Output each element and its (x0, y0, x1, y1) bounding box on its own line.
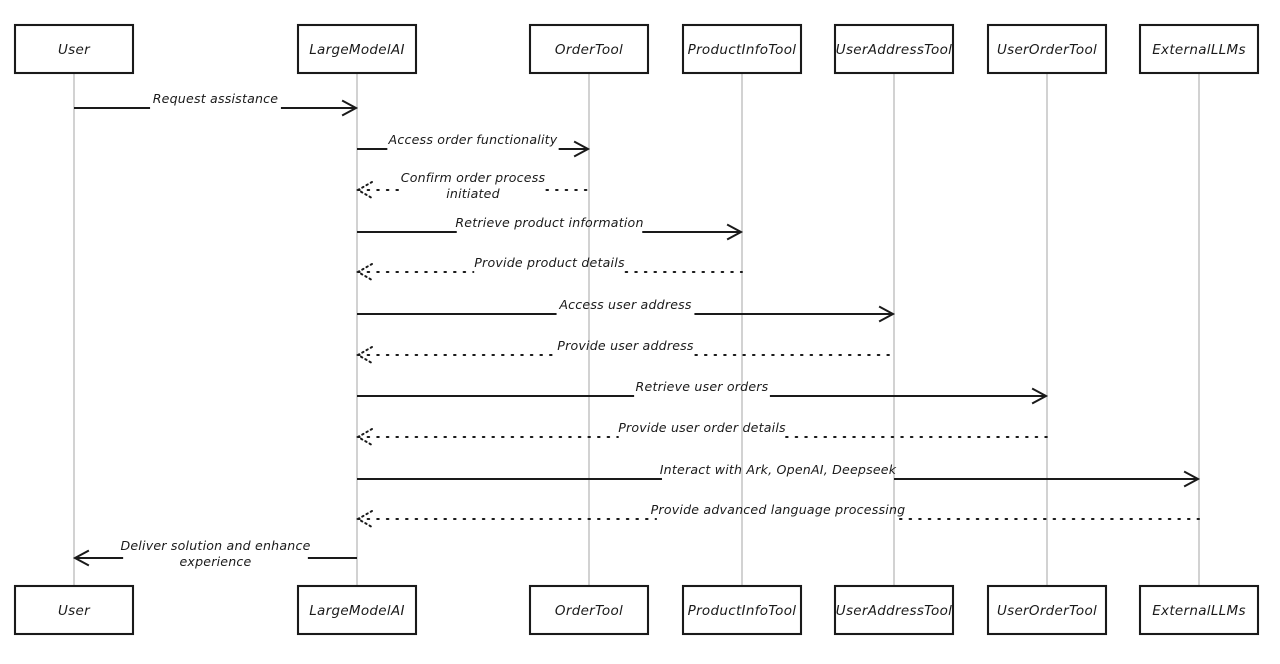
arrowhead-left (72, 549, 90, 567)
message-6-largemodelai-to-useraddresstool: Access user address (357, 297, 896, 323)
arrowhead-left (355, 428, 373, 446)
actor-user-top[interactable]: User (13, 23, 135, 75)
actor-label-externalllms: ExternalLLMs (1152, 42, 1246, 58)
actor-box-ordertool (528, 584, 650, 636)
actor-box-useraddresstool (833, 23, 955, 75)
message-label: Retrieve product information (455, 215, 643, 230)
actor-userordertool-top[interactable]: UserOrderTool (986, 23, 1108, 75)
actor-box-userordertool (986, 584, 1108, 636)
actor-label-userordertool: UserOrderTool (997, 603, 1097, 619)
message-7-useraddresstool-to-largemodelai: Provide user address (355, 338, 895, 364)
actor-label-useraddresstool: UserAddressTool (836, 603, 952, 619)
message-5-productinfotool-to-largemodelai: Provide product details (355, 255, 743, 281)
message-label: Provide user order details (618, 420, 786, 435)
actor-user-bottom[interactable]: User (13, 584, 135, 636)
actor-label-productinfotool: ProductInfoTool (688, 603, 797, 619)
message-label: Request assistance (153, 91, 279, 106)
actor-label-productinfotool: ProductInfoTool (688, 42, 797, 58)
arrowhead-left (355, 510, 373, 528)
message-label: Interact with Ark, OpenAI, Deepseek (660, 462, 897, 477)
actor-box-productinfotool (681, 23, 803, 75)
actor-productinfotool-bottom[interactable]: ProductInfoTool (681, 584, 803, 636)
message-label: Access user address (558, 297, 692, 312)
actor-label-ordertool: OrderTool (555, 603, 623, 619)
actor-useraddresstool-top[interactable]: UserAddressTool (833, 23, 955, 75)
actor-label-user: User (58, 603, 91, 619)
message-8-largemodelai-to-userordertool: Retrieve user orders (357, 379, 1049, 405)
actor-externalllms-bottom[interactable]: ExternalLLMs (1138, 584, 1260, 636)
actor-box-externalllms (1138, 23, 1260, 75)
message-2-largemodelai-to-ordertool: Access order functionality (357, 132, 591, 158)
actor-useraddresstool-bottom[interactable]: UserAddressTool (833, 584, 955, 636)
actor-label-externalllms: ExternalLLMs (1152, 603, 1246, 619)
actor-userordertool-bottom[interactable]: UserOrderTool (986, 584, 1108, 636)
arrowhead-right (1031, 387, 1049, 405)
actor-ordertool-top[interactable]: OrderTool (528, 23, 650, 75)
arrowhead-left (355, 263, 373, 281)
actor-boxes-bottom: User LargeModelAI OrderTool ProductInfoTool… (13, 584, 1260, 636)
message-1-user-to-largemodelai: Request assistance (74, 91, 359, 117)
lifelines-layer (73, 73, 1200, 586)
message-label: Access order functionality (388, 132, 558, 147)
message-label: initiated (446, 186, 500, 201)
actor-label-largemodelai: LargeModelAI (309, 603, 405, 619)
message-label: experience (179, 554, 251, 569)
arrowhead-right (726, 223, 744, 241)
actor-boxes-top: User LargeModelAI OrderTool ProductInfoTool… (13, 23, 1260, 75)
actor-box-externalllms (1138, 584, 1260, 636)
arrowhead-right (1183, 470, 1201, 488)
arrowhead-right (341, 99, 359, 117)
arrowhead-left (355, 181, 373, 199)
actor-box-largemodelai (296, 584, 418, 636)
message-10-largemodelai-to-externalllms: Interact with Ark, OpenAI, Deepseek (357, 462, 1201, 488)
actor-box-productinfotool (681, 584, 803, 636)
actor-productinfotool-top[interactable]: ProductInfoTool (681, 23, 803, 75)
actor-largemodelai-bottom[interactable]: LargeModelAI (296, 584, 418, 636)
arrowhead-right (878, 305, 896, 323)
message-label: Deliver solution and enhance (120, 538, 310, 553)
actor-box-user (13, 584, 135, 636)
message-label: Confirm order process (401, 170, 546, 185)
message-4-largemodelai-to-productinfotool: Retrieve product information (357, 215, 744, 241)
actor-box-user (13, 23, 135, 75)
actor-label-userordertool: UserOrderTool (997, 42, 1097, 58)
actor-label-useraddresstool: UserAddressTool (836, 42, 952, 58)
message-label: Retrieve user orders (636, 379, 769, 394)
arrowhead-left (355, 346, 373, 364)
arrowhead-right (573, 140, 591, 158)
actor-largemodelai-top[interactable]: LargeModelAI (296, 23, 418, 75)
message-label: Provide user address (557, 338, 694, 353)
actor-box-userordertool (986, 23, 1108, 75)
actor-label-largemodelai: LargeModelAI (309, 42, 405, 58)
message-11-externalllms-to-largemodelai: Provide advanced language processing (355, 502, 1200, 528)
actor-box-ordertool (528, 23, 650, 75)
actor-label-ordertool: OrderTool (555, 42, 623, 58)
actor-label-user: User (58, 42, 91, 58)
actor-box-largemodelai (296, 23, 418, 75)
message-9-userordertool-to-largemodelai: Provide user order details (355, 420, 1048, 446)
message-label: Provide product details (474, 255, 625, 270)
message-label: Provide advanced language processing (651, 502, 906, 517)
actor-box-useraddresstool (833, 584, 955, 636)
actor-ordertool-bottom[interactable]: OrderTool (528, 584, 650, 636)
actor-externalllms-top[interactable]: ExternalLLMs (1138, 23, 1260, 75)
